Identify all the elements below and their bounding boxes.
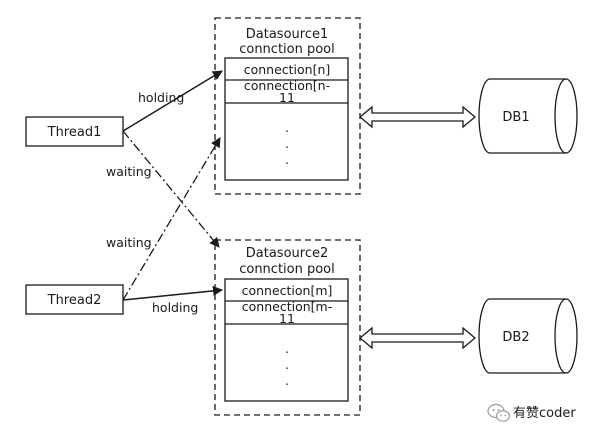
ellipsis-dot: . bbox=[285, 121, 289, 135]
thread1-label: Thread1 bbox=[47, 125, 102, 140]
datasource1-title: Datasource1 bbox=[246, 27, 328, 42]
datasource1-pool-border bbox=[214, 17, 361, 195]
thread1-node: Thread1 bbox=[25, 116, 124, 147]
datasource2-connection-m-minus-1-cont: 11 bbox=[279, 311, 295, 326]
thread2-holding-arrow bbox=[122, 285, 223, 301]
ellipsis-dot: . bbox=[285, 342, 289, 356]
datasource1-connection-n-minus-1: connection[n- bbox=[244, 78, 330, 93]
thread1-holding-label: holding bbox=[138, 90, 184, 105]
datasource1-pool: Datasource1 connction pool connection[n]… bbox=[214, 17, 361, 195]
thread1-waiting-label: waiting bbox=[106, 164, 152, 179]
thread2-label: Thread2 bbox=[47, 293, 102, 308]
db2-cylinder: DB2 bbox=[478, 298, 578, 374]
thread2-holding-label: holding bbox=[152, 300, 198, 315]
datasource2-connection-list bbox=[224, 278, 349, 402]
datasource1-connection-list bbox=[224, 57, 349, 181]
ellipsis-dot: . bbox=[285, 374, 289, 388]
db1-label: DB1 bbox=[502, 110, 529, 125]
db2-label: DB2 bbox=[502, 330, 529, 345]
datasource2-connection-m-minus-1: connection[m- bbox=[242, 299, 332, 314]
pool1-db1-double-arrow bbox=[358, 105, 477, 129]
datasource2-subtitle: connction pool bbox=[239, 262, 335, 277]
wechat-icon bbox=[487, 403, 511, 422]
datasource2-pool: Datasource2 connction pool connection[m]… bbox=[214, 239, 361, 416]
datasource2-connection-m: connection[m] bbox=[242, 283, 333, 298]
thread2-waiting-arrow bbox=[122, 137, 221, 301]
thread2-node: Thread2 bbox=[25, 284, 124, 315]
watermark: 有赞coder bbox=[487, 403, 576, 422]
datasource1-connection-n-minus-1-cont: 11 bbox=[279, 90, 295, 105]
thread1-box bbox=[25, 116, 124, 147]
thread2-waiting-label: waiting bbox=[106, 235, 152, 250]
ellipsis-dot: . bbox=[285, 153, 289, 167]
thread1-holding-arrow bbox=[122, 70, 223, 132]
datasource1-subtitle: connction pool bbox=[239, 42, 335, 57]
thread1-waiting-arrow bbox=[122, 130, 220, 248]
watermark-text: 有赞coder bbox=[513, 406, 576, 421]
pool2-db2-double-arrow bbox=[358, 326, 477, 350]
ellipsis-dot: . bbox=[285, 137, 289, 151]
datasource2-pool-border bbox=[214, 239, 361, 416]
datasource2-title: Datasource2 bbox=[246, 246, 328, 261]
datasource1-connection-n: connection[n] bbox=[244, 62, 331, 77]
ellipsis-dot: . bbox=[285, 358, 289, 372]
thread2-box bbox=[25, 284, 124, 315]
db1-cylinder: DB1 bbox=[478, 78, 578, 154]
